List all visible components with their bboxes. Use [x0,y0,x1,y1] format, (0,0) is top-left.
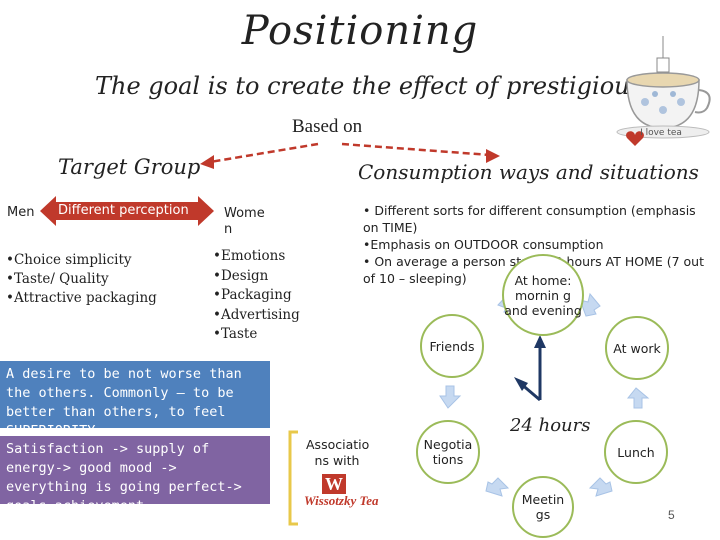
women-label-line1: Wome [224,206,265,221]
logo-text: Wissotzky Tea [304,493,379,508]
consumption-heading: Consumption ways and situations [358,160,699,184]
women-item: Taste [213,325,300,345]
men-item: Attractive packaging [6,289,157,308]
arrow-head-left [200,155,214,169]
women-item: Advertising [213,306,300,326]
arrow-to-consumption [341,142,491,157]
association-bracket [288,430,298,526]
association-label: Associatio ns with [306,437,370,468]
arrow-to-target-group [209,142,319,164]
cycle-node-home: At home: mornin g and evening [502,254,584,336]
women-label-line2: n [224,222,233,237]
women-preferences: Emotions Design Packaging Advertising Ta… [213,247,300,345]
cycle-node-meetings: Meetin gs [512,476,574,538]
men-preferences: Choice simplicity Taste/ Quality Attract… [6,251,157,308]
goal-statement: The goal is to create the effect of pres… [95,72,697,100]
teacup-icon [616,36,711,146]
consumption-item: Emphasis on OUTDOOR consumption [363,236,708,253]
cycle-node-lunch: Lunch [604,420,668,484]
cycle-node-work: At work [605,316,669,380]
slide-title: Positioning [241,8,479,54]
desire-box: A desire to be not worse than the others… [0,361,270,439]
arrow-head-right [486,149,500,163]
men-label: Men [7,205,35,220]
cycle-node-friends: Friends [420,314,484,378]
based-on-label: Based on [292,116,363,137]
women-item: Design [213,267,300,287]
wissotzky-logo: W Wissotzky Tea [300,474,380,524]
men-item: Choice simplicity [6,251,157,270]
women-label: Wome n [224,206,272,238]
cycle-node-negotiations: Negotia tions [416,420,480,484]
satisfaction-box: Satisfaction -> supply of energy-> good … [0,436,270,514]
perception-arrow [40,196,214,226]
page-number: 5 [668,508,675,522]
cycle-label: 24 hours [510,415,591,436]
perception-label: Different perception [58,203,189,218]
logo-emblem: W [322,474,346,494]
target-group-heading: Target Group [58,155,201,179]
women-item: Packaging [213,286,300,306]
teacup-caption: I love tea [640,128,682,138]
consumption-item: Different sorts for different consumptio… [363,202,708,236]
women-item: Emotions [213,247,300,267]
men-item: Taste/ Quality [6,270,157,289]
teacup-illustration: I love tea [605,32,717,150]
